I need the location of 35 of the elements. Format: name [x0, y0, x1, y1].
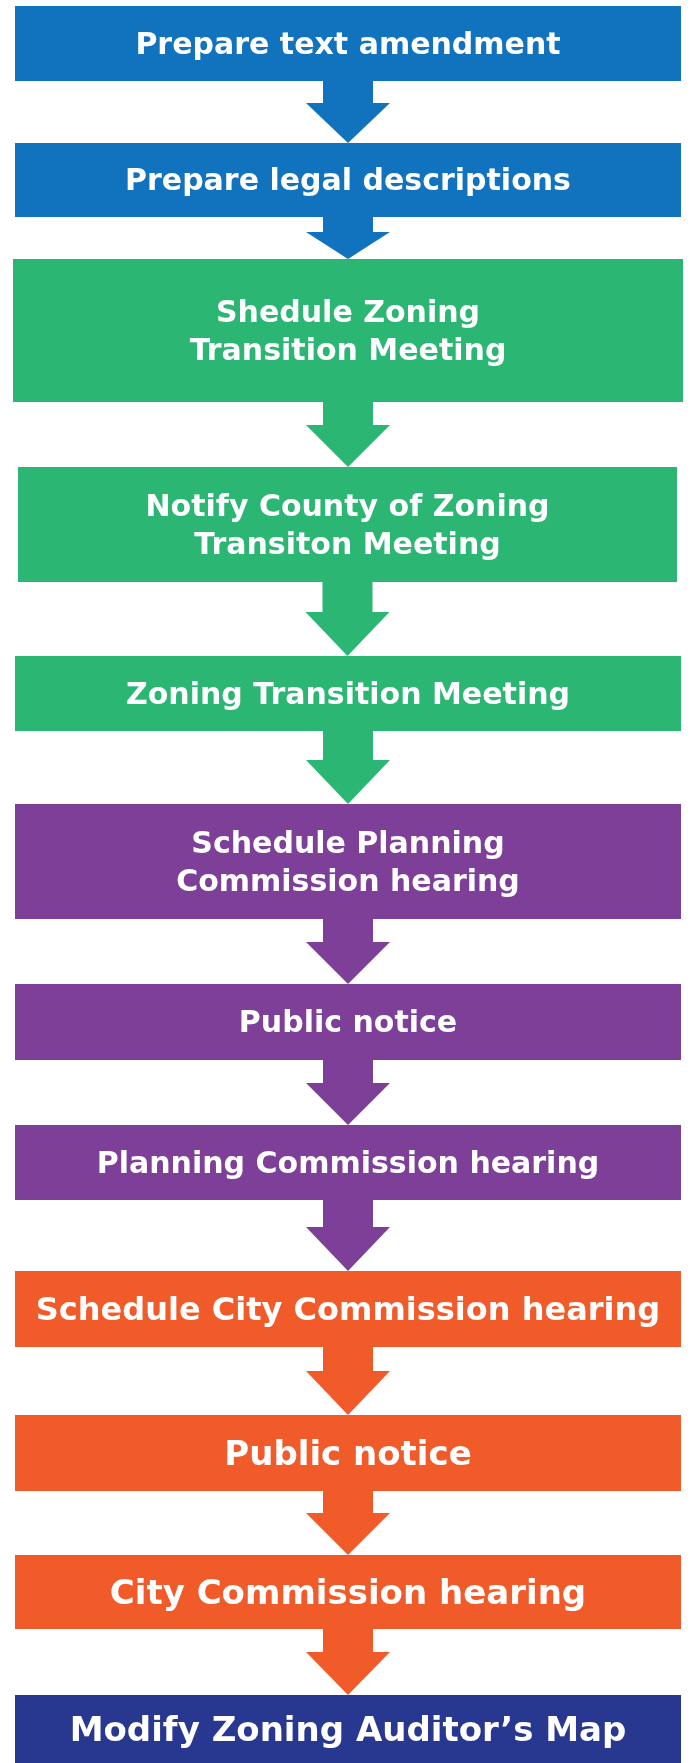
arrow — [306, 217, 390, 259]
process-box — [15, 6, 681, 81]
arrow — [306, 1629, 390, 1695]
process-box — [15, 1555, 681, 1629]
process-box — [15, 143, 681, 217]
step-label: Schedule City Commission hearing — [35, 1289, 661, 1329]
process-box — [15, 804, 681, 919]
step-label: Modify Zoning Auditor’s Map — [69, 1707, 627, 1751]
arrow — [305, 582, 390, 656]
process-box — [15, 1695, 681, 1763]
arrow — [306, 1060, 390, 1125]
step-label: Prepare text amendment — [135, 24, 561, 63]
step-label: Zoning Transition Meeting — [126, 674, 570, 713]
step-label: Notify County of Zoning Transiton Meeting — [144, 487, 551, 562]
step-label: City Commission hearing — [109, 1570, 587, 1614]
process-box — [13, 259, 683, 402]
process-box — [18, 467, 677, 582]
arrow — [306, 1491, 390, 1555]
process-box — [15, 984, 681, 1060]
arrow — [306, 919, 390, 984]
step-label: Public notice — [238, 1003, 458, 1041]
process-box — [15, 1125, 681, 1200]
arrow — [306, 1200, 390, 1271]
arrow — [306, 402, 390, 467]
step-label: Prepare legal descriptions — [125, 161, 571, 199]
step-label: Schedule Planning Commission hearing — [175, 824, 521, 899]
process-box — [15, 1271, 681, 1347]
process-box — [15, 656, 681, 731]
arrow — [306, 81, 390, 143]
step-label: Shedule Zoning Transition Meeting — [188, 293, 508, 368]
arrow — [306, 1347, 390, 1415]
step-label: Planning Commission hearing — [96, 1143, 600, 1182]
process-box — [15, 1415, 681, 1491]
step-label: Public notice — [224, 1431, 472, 1475]
arrow — [306, 731, 390, 804]
